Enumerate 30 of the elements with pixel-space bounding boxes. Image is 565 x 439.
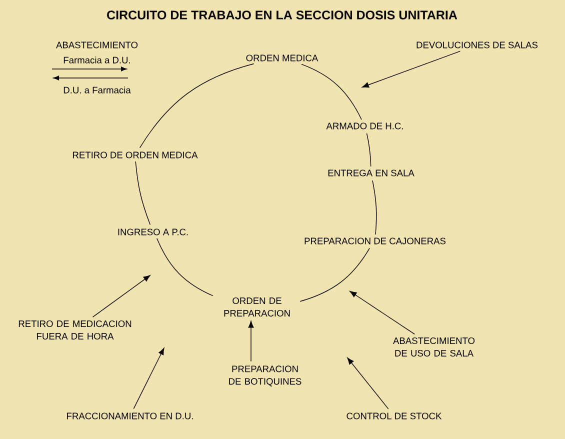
circle-arc <box>135 161 151 225</box>
step-label: ORDEN MEDICA <box>246 54 318 62</box>
step-label: ABASTECIMIENTO DE USO DE SALA <box>393 337 475 357</box>
arrow <box>248 320 254 362</box>
step-label: RETIRO DE ORDEN MEDICA <box>73 152 198 158</box>
step-label: INGRESO A P.C. <box>118 228 188 236</box>
step-label: PREPARACION DE CAJONERAS <box>304 238 446 244</box>
step-label: DEVOLUCIONES DE SALAS <box>416 42 538 48</box>
circle-arc <box>139 63 254 148</box>
circle-arc <box>301 64 362 120</box>
step-label: ORDEN DE PREPARACION <box>224 297 290 317</box>
arrow <box>92 275 150 318</box>
step-label: ARMADO DE H.C. <box>326 122 403 130</box>
arrow <box>347 358 389 410</box>
flow-label: Farmacia a D.U. <box>64 56 130 64</box>
arrow <box>350 291 415 334</box>
step-label: RETIRO DE MEDICACION FUERA DE HORA <box>18 320 132 340</box>
circle-arc <box>366 133 372 167</box>
flow-label: ABASTECIMIENTO <box>56 42 138 48</box>
arrow <box>133 348 164 410</box>
flow-label: D.U. a Farmacia <box>64 86 131 94</box>
step-label: FRACCIONAMIENTO EN D.U. <box>67 412 193 420</box>
circle-arc <box>300 248 370 302</box>
step-label: ENTREGA EN SALA <box>328 170 414 176</box>
step-label: CONTROL DE STOCK <box>346 412 442 420</box>
title: CIRCUITO DE TRABAJO EN LA SECCION DOSIS UNITARIA <box>107 10 458 20</box>
circle-arc <box>372 180 377 235</box>
circle-arc <box>156 238 214 296</box>
arrow <box>362 50 461 88</box>
step-label: PREPARACION DE BOTIQUINES <box>229 366 302 386</box>
